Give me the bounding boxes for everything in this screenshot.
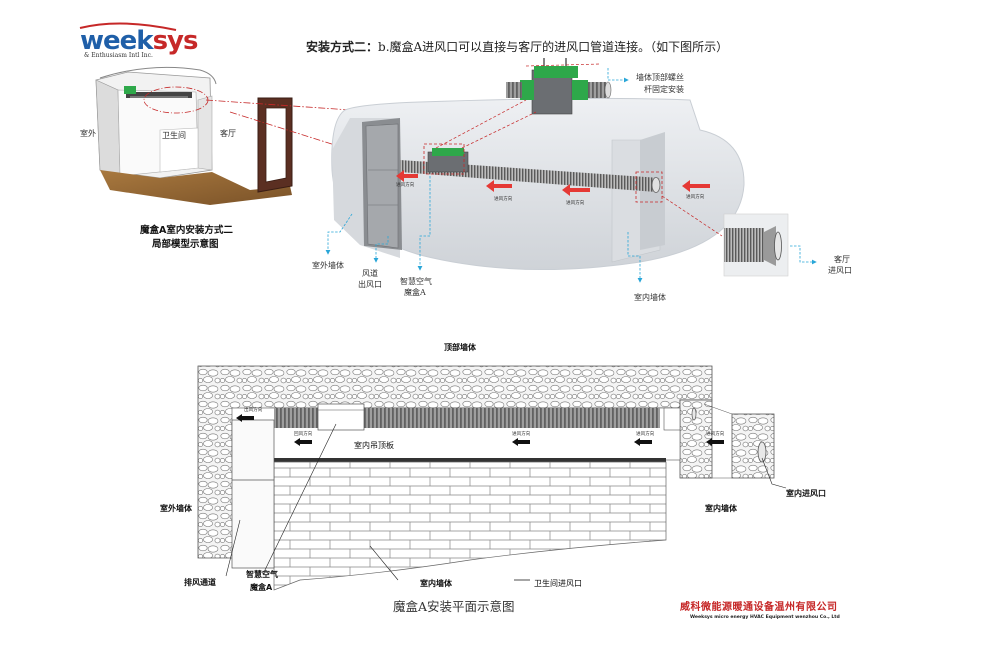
label-plan-device-1: 智慧空气 (246, 570, 278, 579)
company-name-cn: 威科微能源暖通设备温州有限公司 (680, 602, 838, 613)
label-bathroom: 卫生间 (162, 131, 186, 140)
label-air-direction-4: 进风方向 (686, 195, 705, 200)
logo-text: weeksys (80, 26, 198, 56)
model-caption-line2: 局部模型示意图 (152, 239, 219, 250)
label-duct-outlet-1: 风道 (362, 269, 378, 278)
page-title: 安装方式二：b.魔盒A进风口可以直接与客厅的进风口管道连接。（如下图所示） (306, 38, 728, 55)
label-device-2: 魔盒A (404, 288, 426, 297)
label-living-inlet-2: 进风口 (828, 266, 852, 275)
detail-view (331, 58, 789, 277)
label-return-direction: 回风方向 (294, 432, 313, 437)
label-plan-indoor-wall-right: 室内墙体 (705, 504, 737, 513)
label-living-inlet-1: 客厅 (834, 255, 850, 264)
label-duct-outlet-2: 出风口 (358, 280, 382, 289)
label-outdoor: 室外 (80, 129, 96, 138)
label-indoor-wall: 室内墙体 (634, 293, 666, 302)
label-plan-indoor-wall-bottom: 室内墙体 (420, 579, 452, 588)
logo-mark (79, 22, 177, 31)
label-device-1: 智慧空气 (400, 277, 432, 286)
label-plan-device-2: 魔盒A (250, 583, 273, 592)
callout-leaders (325, 68, 817, 283)
label-living-room: 客厅 (220, 129, 236, 138)
label-top-wall: 顶部墙体 (444, 343, 476, 352)
plan-caption: 魔盒A安装平面示意图 (393, 599, 515, 614)
label-intake-direction-1: 进风方向 (512, 432, 531, 437)
label-outdoor-wall: 室外墙体 (312, 261, 344, 270)
label-ceiling-board: 室内吊顶板 (354, 441, 394, 450)
label-ceiling-mount-1: 墙体顶部螺丝 (636, 73, 684, 82)
label-air-direction-1: 进风方向 (396, 183, 415, 188)
logo-wordmark: weeksys (80, 26, 198, 56)
label-intake-direction-2: 进风方向 (636, 432, 655, 437)
label-plan-outdoor-wall: 室外墙体 (160, 504, 192, 513)
zoom-connector (205, 99, 351, 146)
label-ceiling-mount-2: 杆固定安装 (644, 85, 684, 94)
plan-view (197, 365, 787, 591)
label-outlet-direction: 出风方向 (244, 408, 263, 413)
title-heading: 安装方式二： (306, 40, 379, 54)
model-caption-line1: 魔盒A室内安装方式二 (140, 225, 233, 236)
label-exhaust-channel: 排风通道 (184, 578, 216, 587)
logo-tagline: & Enthusiasm Intl Inc. (84, 52, 153, 59)
title-text: b.魔盒A进风口可以直接与客厅的进风口管道连接。（如下图所示） (378, 40, 729, 54)
label-air-direction-3: 进风方向 (566, 201, 585, 206)
house-model (95, 66, 293, 205)
label-intake-direction-3: 进风方向 (706, 432, 725, 437)
label-bathroom-inlet: 卫生间进风口 (534, 579, 582, 588)
label-indoor-inlet: 室内进风口 (786, 489, 826, 498)
label-air-direction-2: 进风方向 (494, 197, 513, 202)
company-name-en: Weeksys micro energy HVAC Equipment wenz… (690, 615, 840, 620)
